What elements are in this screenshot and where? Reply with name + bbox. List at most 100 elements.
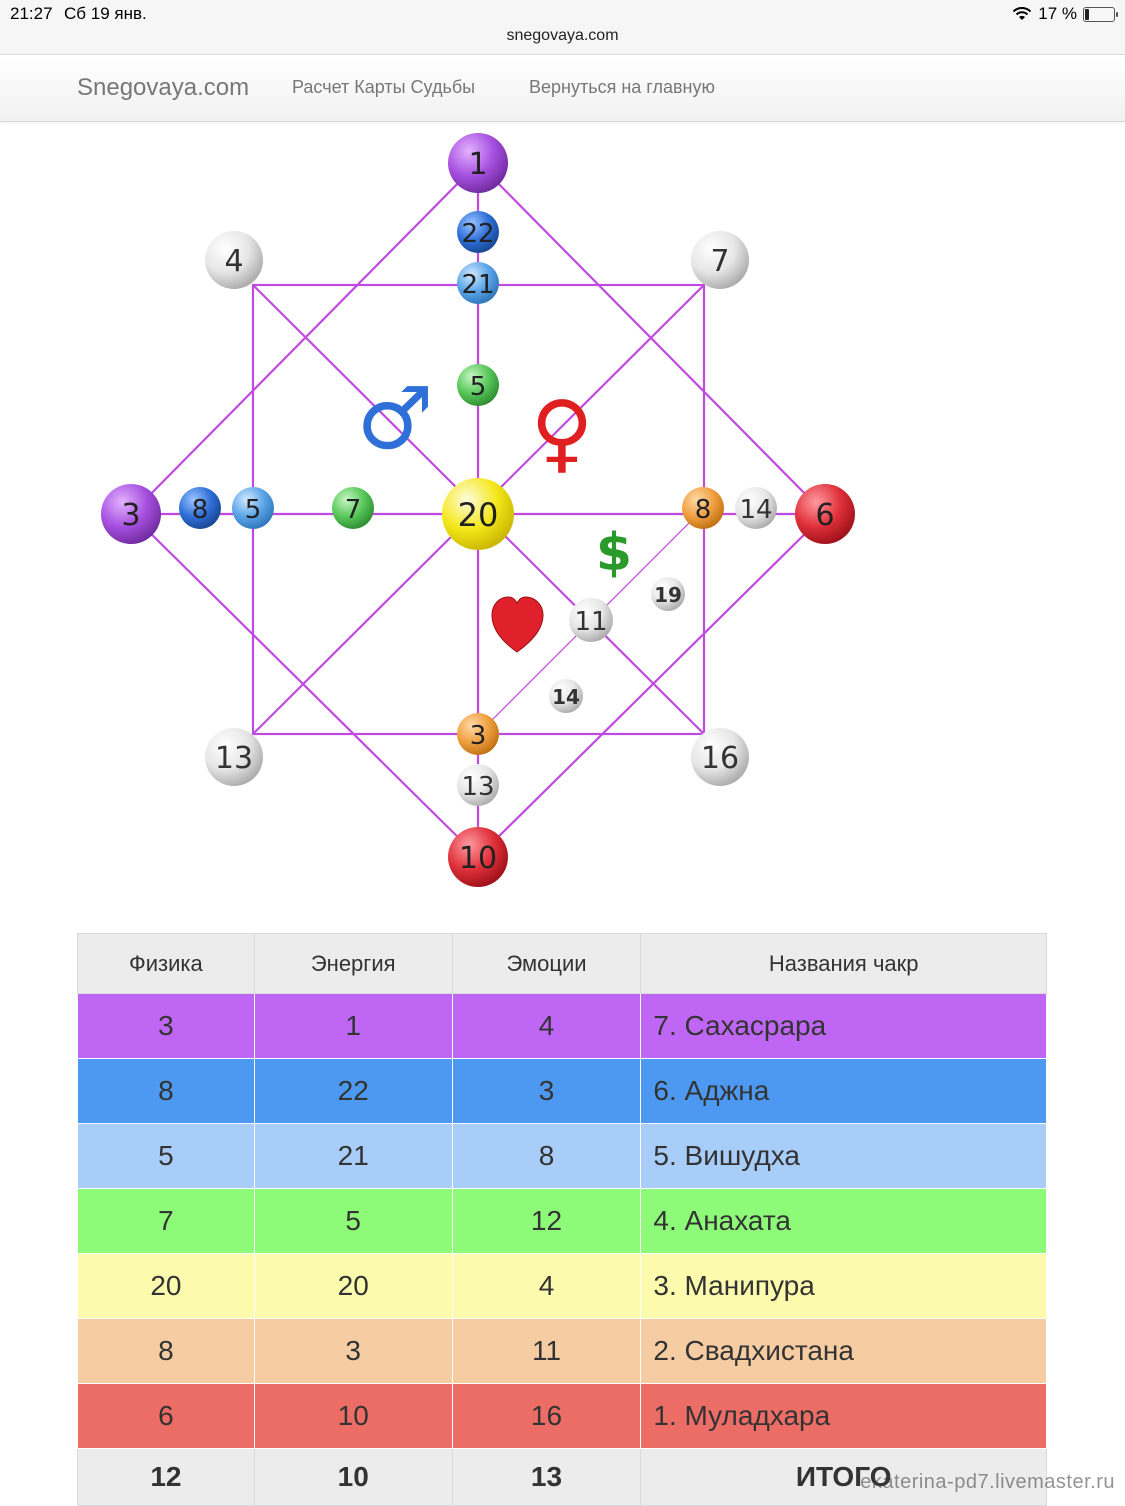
svg-text:16: 16 <box>701 741 739 776</box>
status-right: 17 % <box>1012 4 1118 24</box>
node-top-mid: 5 <box>457 364 499 406</box>
dollar-icon: $ <box>596 523 632 583</box>
nav-link-destiny-map[interactable]: Расчет Карты Судьбы <box>292 77 476 97</box>
svg-text:13: 13 <box>461 772 494 802</box>
node-right-outer: 14 <box>735 487 777 529</box>
table-cell: 22 <box>253 1058 453 1124</box>
table-header-row: Физика Энергия Эмоции Названия чакр <box>77 933 1047 994</box>
svg-text:14: 14 <box>552 685 580 709</box>
node-diag-14: 14 <box>549 679 583 713</box>
chakra-name-cell: 7. Сахасрара <box>640 993 1047 1059</box>
chakra-name-cell: 4. Анахата <box>640 1188 1047 1254</box>
node-center: 20 <box>442 478 514 550</box>
male-symbol-icon: ♂ <box>356 369 433 469</box>
address-bar-url[interactable]: snegovaya.com <box>506 27 619 44</box>
node-top: 1 <box>448 133 508 193</box>
watermark: ekaterina-pd7.livemaster.ru <box>860 1471 1115 1493</box>
node-bottom-left: 13 <box>205 728 263 786</box>
battery-percent: 17 % <box>1038 4 1077 23</box>
chakra-name-cell: 2. Свадхистана <box>640 1318 1047 1384</box>
svg-text:1: 1 <box>468 147 487 182</box>
destiny-matrix-diagram: ♂ ♀ $ 1 22 21 5 4 7 13 16 3 8 5 7 20 8 1… <box>101 133 855 887</box>
svg-text:3: 3 <box>470 721 487 751</box>
svg-text:7: 7 <box>345 495 362 525</box>
node-right-inner: 8 <box>682 487 724 529</box>
node-bottom-right: 16 <box>691 728 749 786</box>
heart-icon <box>491 596 544 653</box>
table-cell: 12 <box>451 1188 642 1254</box>
svg-text:13: 13 <box>215 741 253 776</box>
svg-text:11: 11 <box>574 607 607 637</box>
table-cell: 10 <box>253 1383 453 1449</box>
brand-link[interactable]: Snegovaya.com <box>77 74 250 101</box>
svg-text:8: 8 <box>192 495 209 525</box>
svg-text:3: 3 <box>121 498 140 533</box>
header-physics: Физика <box>77 933 255 994</box>
header-chakra-names: Названия чакр <box>640 933 1047 994</box>
svg-text:21: 21 <box>461 270 494 300</box>
table-cell: 8 <box>451 1123 642 1189</box>
table-cell: 3 <box>451 1058 642 1124</box>
svg-text:20: 20 <box>458 496 499 534</box>
table-cell: 21 <box>253 1123 453 1189</box>
chakra-name-cell: 5. Вишудха <box>640 1123 1047 1189</box>
table-cell: 7 <box>77 1188 255 1254</box>
svg-text:14: 14 <box>739 495 772 525</box>
site-navbar: Snegovaya.com Расчет Карты Судьбы Вернут… <box>0 55 1125 122</box>
svg-text:7: 7 <box>710 244 729 279</box>
table-cell: 6 <box>77 1383 255 1449</box>
node-bottom-inner: 3 <box>457 713 499 755</box>
node-bottom-outer: 13 <box>457 764 499 806</box>
node-diag-19: 19 <box>651 577 685 611</box>
svg-text:6: 6 <box>815 498 834 533</box>
node-left: 3 <box>101 484 161 544</box>
node-right: 6 <box>795 484 855 544</box>
node-bottom: 10 <box>448 827 508 887</box>
chakra-name-cell: 1. Муладхара <box>640 1383 1047 1449</box>
status-date: Сб 19 янв. <box>64 4 147 23</box>
chakra-name-cell: 3. Манипура <box>640 1253 1047 1319</box>
status-time: 21:27 <box>10 4 53 23</box>
header-emotions: Эмоции <box>451 933 642 994</box>
table-cell: 5 <box>253 1188 453 1254</box>
matrix-nodes: 1 22 21 5 4 7 13 16 3 8 5 7 20 8 14 6 19… <box>101 133 855 887</box>
table-cell: 20 <box>77 1253 255 1319</box>
svg-text:4: 4 <box>224 244 243 279</box>
table-cell: 4 <box>451 1253 642 1319</box>
table-cell: 3 <box>253 1318 453 1384</box>
nav-link-home[interactable]: Вернуться на главную <box>529 77 715 97</box>
table-cell: 4 <box>451 993 642 1059</box>
node-left-outer: 8 <box>179 487 221 529</box>
svg-text:10: 10 <box>459 841 497 876</box>
node-left-inner: 5 <box>232 487 274 529</box>
table-cell: 11 <box>451 1318 642 1384</box>
table-cell: 1 <box>253 993 453 1059</box>
chakra-name-cell: 6. Аджна <box>640 1058 1047 1124</box>
node-left-mid: 7 <box>332 487 374 529</box>
status-bar: 21:27 Сб 19 янв. snegovaya.com 17 % <box>0 0 1125 55</box>
node-top-lower: 21 <box>457 262 499 304</box>
node-top-right: 7 <box>691 231 749 289</box>
node-diag-11: 11 <box>569 598 613 642</box>
table-cell: 8 <box>77 1058 255 1124</box>
svg-text:19: 19 <box>654 583 682 607</box>
table-cell: 8 <box>77 1318 255 1384</box>
wifi-icon <box>1013 7 1032 20</box>
total-cell: 13 <box>451 1448 642 1506</box>
total-cell: ИТОГО <box>640 1448 1047 1506</box>
svg-text:5: 5 <box>470 372 487 402</box>
table-cell: 5 <box>77 1123 255 1189</box>
female-symbol-icon: ♀ <box>531 383 594 483</box>
svg-text:8: 8 <box>695 495 712 525</box>
total-cell: 12 <box>77 1448 255 1506</box>
table-cell: 20 <box>253 1253 453 1319</box>
